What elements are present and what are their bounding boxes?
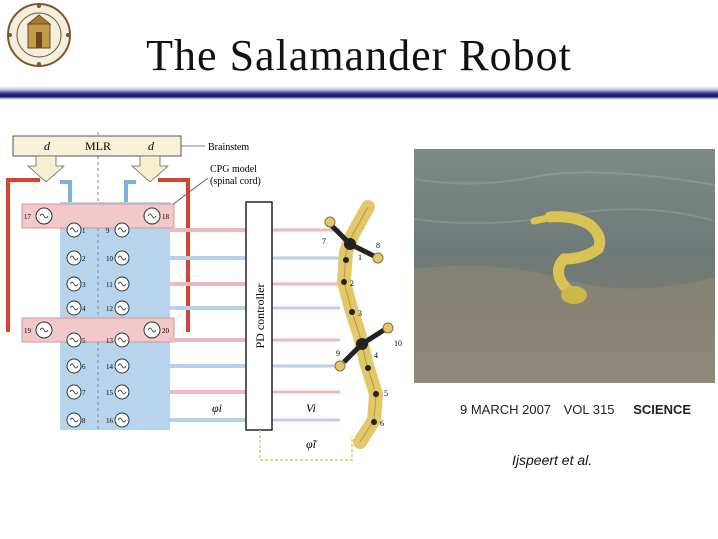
limb-label: 7: [322, 237, 326, 246]
oscillator-label: 2: [82, 255, 86, 263]
oscillator: 2: [66, 250, 86, 266]
robot-body-diagram: [324, 200, 394, 449]
oscillator: 5: [66, 332, 86, 348]
oscillator: 15: [106, 384, 130, 400]
oscillator-label: 13: [106, 337, 114, 345]
journal-volume: VOL 315: [563, 402, 615, 417]
oscillator: 4: [66, 300, 86, 316]
phi-tilde-label: φ̃i: [306, 437, 318, 451]
joint-label: 1: [358, 253, 362, 262]
slide-title: The Salamander Robot: [146, 31, 572, 80]
oscillator-label: 9: [106, 227, 110, 235]
oscillator-label: 15: [106, 389, 114, 397]
oscillator: 10: [106, 250, 130, 266]
cpg-diagram: MLR d d Brainstem CPG model (spinal cord…: [6, 132, 402, 461]
oscillator: 16: [106, 412, 130, 428]
oscillator-label: 10: [106, 255, 114, 263]
oscillator-label: 14: [106, 363, 114, 371]
mlr-label: MLR: [85, 139, 111, 153]
oscillator-label: 5: [82, 337, 86, 345]
brainstem-label: Brainstem: [208, 142, 249, 153]
oscillator: 1: [66, 222, 86, 238]
oscillator: 9: [106, 222, 130, 238]
university-seal-logo: [7, 3, 71, 67]
oscillator-label: 16: [106, 417, 114, 425]
drive-left: d: [44, 139, 51, 153]
cpg-label-1: CPG model: [210, 164, 257, 175]
oscillator-label: 8: [82, 417, 86, 425]
oscillator-label: 3: [82, 281, 86, 289]
oscillator-label: 20: [162, 327, 170, 335]
oscillator-label: 17: [24, 213, 32, 221]
drive-right: d: [148, 139, 155, 153]
joint-label: 6: [380, 419, 384, 428]
phi-label: φi: [212, 401, 222, 415]
oscillator: 13: [106, 332, 130, 348]
journal-date: 9 MARCH 2007: [460, 402, 552, 417]
journal-name: SCIENCE: [633, 402, 692, 417]
oscillator-label: 12: [106, 305, 114, 313]
pd-controller-label: PD controller: [253, 284, 267, 349]
oscillator: 18: [143, 207, 170, 225]
oscillator-label: 1: [82, 227, 86, 235]
oscillator-label: 4: [82, 305, 86, 313]
right-body-oscillators: 9 10 11 12 13 14 15 16: [106, 222, 130, 428]
oscillator: 17: [24, 207, 53, 225]
joint-label: 4: [374, 351, 378, 360]
cpg-label-2: (spinal cord): [210, 176, 261, 187]
oscillator: 3: [66, 276, 86, 292]
joint-label: 5: [384, 389, 388, 398]
oscillator: 8: [66, 412, 86, 428]
signal-lines: [170, 228, 340, 422]
oscillator: 12: [106, 300, 130, 316]
limb-label: 8: [376, 241, 380, 250]
left-body-oscillators: 1 2 3 4 5 6 7 8: [66, 222, 86, 428]
limb-label: 9: [336, 349, 340, 358]
limb-label: 10: [394, 339, 402, 348]
oscillator-label: 11: [106, 281, 113, 289]
robot-joint-labels: 1 2 3 4 5 6 7 8 9 10: [322, 237, 402, 428]
oscillator: 14: [106, 358, 130, 374]
oscillator: 6: [66, 358, 86, 374]
oscillator: 7: [66, 384, 86, 400]
joint-label: 2: [350, 279, 354, 288]
citation: Ijspeert et al.: [512, 452, 593, 468]
joint-label: 3: [358, 309, 362, 318]
oscillator-label: 18: [162, 213, 170, 221]
oscillator-label: 19: [24, 327, 32, 335]
title-divider: [0, 86, 718, 100]
oscillator: 19: [24, 321, 53, 339]
oscillator: 11: [106, 276, 130, 292]
oscillator-label: 7: [82, 389, 86, 397]
robot-swimming-photo: [414, 149, 715, 383]
oscillator-label: 6: [82, 363, 86, 371]
oscillator: 20: [143, 321, 170, 339]
pd-controller-box: [245, 201, 273, 431]
v-label: Vi: [306, 401, 316, 415]
journal-reference: 9 MARCH 2007 VOL 315 SCIENCE: [460, 402, 700, 420]
